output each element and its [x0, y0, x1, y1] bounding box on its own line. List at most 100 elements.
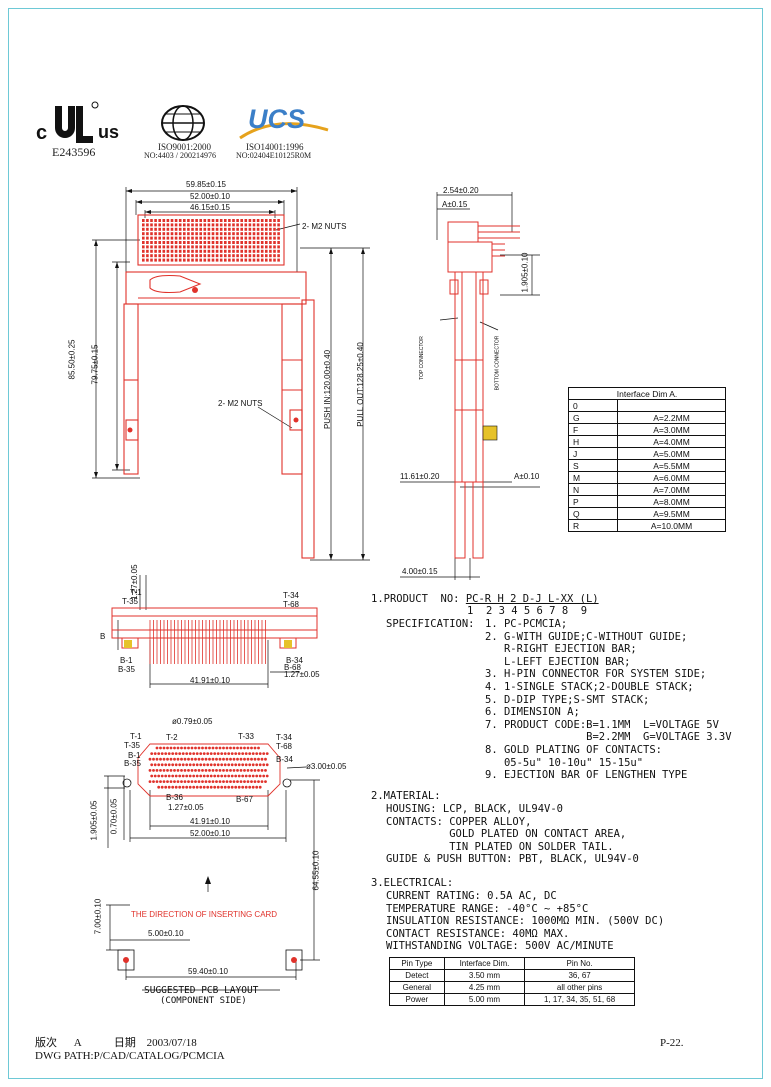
contact-cell: [191, 223, 194, 227]
interface-dim-value: A=5.5MM: [617, 459, 726, 472]
footer-page: P-22.: [660, 1037, 684, 1049]
interface-dim-code: R: [568, 519, 618, 532]
contact-cell: [219, 249, 223, 253]
front-view-drawing: [111, 575, 318, 688]
ucs-logo: UCS ISO14001:1996 NO:02404E10125R0M: [236, 104, 332, 164]
pcb-hole: [167, 763, 171, 767]
material-heading: 2.MATERIAL:: [371, 790, 441, 802]
interface-dim-value: A=4.0MM: [617, 435, 726, 448]
contact-cell: [219, 236, 223, 240]
contact-cell: [158, 223, 161, 227]
contact-cell: [178, 254, 182, 258]
text-line: 6. DIMENSION A;: [485, 706, 580, 719]
contact-cell: [228, 258, 231, 262]
pcb-hole: [162, 746, 166, 750]
contact-cell: [265, 258, 268, 262]
pcb-hole: [222, 746, 225, 750]
pcb-hole: [232, 769, 236, 772]
pcb-hole: [239, 780, 243, 783]
pcb-hole: [209, 752, 213, 755]
pcb-t68: T-68: [276, 742, 293, 751]
pcb-hole: [241, 763, 245, 767]
text-line: 2. G-WITH GUIDE;C-WITHOUT GUIDE;: [485, 630, 688, 643]
pcb-hole: [197, 769, 201, 772]
contact-cell: [215, 223, 219, 227]
contact-cell: [215, 236, 219, 240]
contact-cell: [211, 254, 215, 258]
pcb-hole: [162, 780, 166, 783]
contact-cell: [277, 254, 280, 258]
interface-dim-value: A=3.0MM: [617, 423, 726, 436]
pcb-hole: [187, 780, 190, 783]
contact-cell: [191, 236, 194, 240]
version-label: 版次: [35, 1037, 57, 1049]
side-dim-a-top: A±0.15: [442, 200, 468, 209]
pcb-hole: [216, 752, 220, 755]
contact-cell: [178, 258, 182, 262]
pcb-hole: [225, 746, 229, 750]
contact-cell: [178, 227, 182, 231]
dim-overall-width: 59.85±0.15: [186, 180, 226, 189]
pcb-dim-holes: 52.00±0.10: [190, 829, 230, 838]
text-line: 5. D-DIP TYPE;S-SMT STACK;: [485, 693, 650, 706]
side-dim-a-right: A±0.10: [514, 472, 540, 481]
contact-cell: [174, 241, 178, 244]
contact-cell: [256, 254, 260, 258]
text-line: TEMPERATURE RANGE: -40°C ~ +85°C: [386, 902, 589, 915]
contact-cell: [215, 219, 219, 222]
contact-cell: [207, 227, 211, 231]
pcb-hole: [250, 780, 253, 783]
contact-cell: [178, 249, 182, 253]
contact-cell: [248, 245, 252, 249]
pcb-hole: [211, 769, 215, 772]
pcb-hole: [244, 752, 248, 755]
contact-cell: [228, 223, 231, 227]
contact-cell: [211, 236, 215, 240]
pcb-hole: [209, 785, 213, 789]
pcb-hole: [195, 763, 199, 767]
text-line: R-RIGHT EJECTION BAR;: [485, 643, 637, 656]
contact-cell: [158, 254, 161, 258]
pcb-hole: [253, 780, 257, 783]
dim-inner-width: 46.15±0.15: [190, 203, 230, 212]
contact-cell: [158, 232, 161, 236]
pcb-hole: [262, 752, 266, 755]
contact-cell: [170, 227, 174, 231]
contact-cell: [170, 258, 174, 262]
contact-cell: [228, 241, 231, 244]
pcb-hole: [176, 757, 180, 761]
contact-cell: [260, 227, 264, 231]
ul-mark-icon: [55, 101, 99, 143]
pcb-hole: [159, 746, 162, 750]
pin-table-cell: 1, 17, 34, 35, 51, 68: [524, 993, 635, 1006]
nuts-label-mid: 2- M2 NUTS: [218, 399, 263, 408]
pcb-hole: [173, 757, 176, 761]
contact-cell: [265, 236, 268, 240]
contact-cell: [256, 223, 260, 227]
interface-dim-value: A=8.0MM: [617, 495, 726, 508]
contact-cell: [252, 223, 256, 227]
pin-table-header: Pin Type: [389, 957, 445, 970]
text-line: 1. PC-PCMCIA;: [485, 618, 568, 630]
pcb-b36: B-36: [166, 793, 183, 802]
contact-cell: [277, 219, 280, 222]
contact-cell: [154, 223, 157, 227]
pcb-hole: [223, 763, 227, 767]
contact-cell: [146, 254, 149, 258]
pcb-hole: [236, 780, 239, 783]
pcb-hole: [164, 774, 168, 778]
ucs-iso-line: ISO14001:1996: [246, 142, 304, 152]
contact-cell: [269, 249, 272, 253]
pcb-hole: [187, 769, 190, 772]
pcb-hole: [216, 763, 220, 767]
pcb-hole: [258, 774, 262, 778]
pcb-hole: [185, 774, 189, 778]
contact-cell: [207, 249, 211, 253]
pcb-t34: T-34: [276, 733, 293, 742]
contact-cell: [166, 223, 170, 227]
